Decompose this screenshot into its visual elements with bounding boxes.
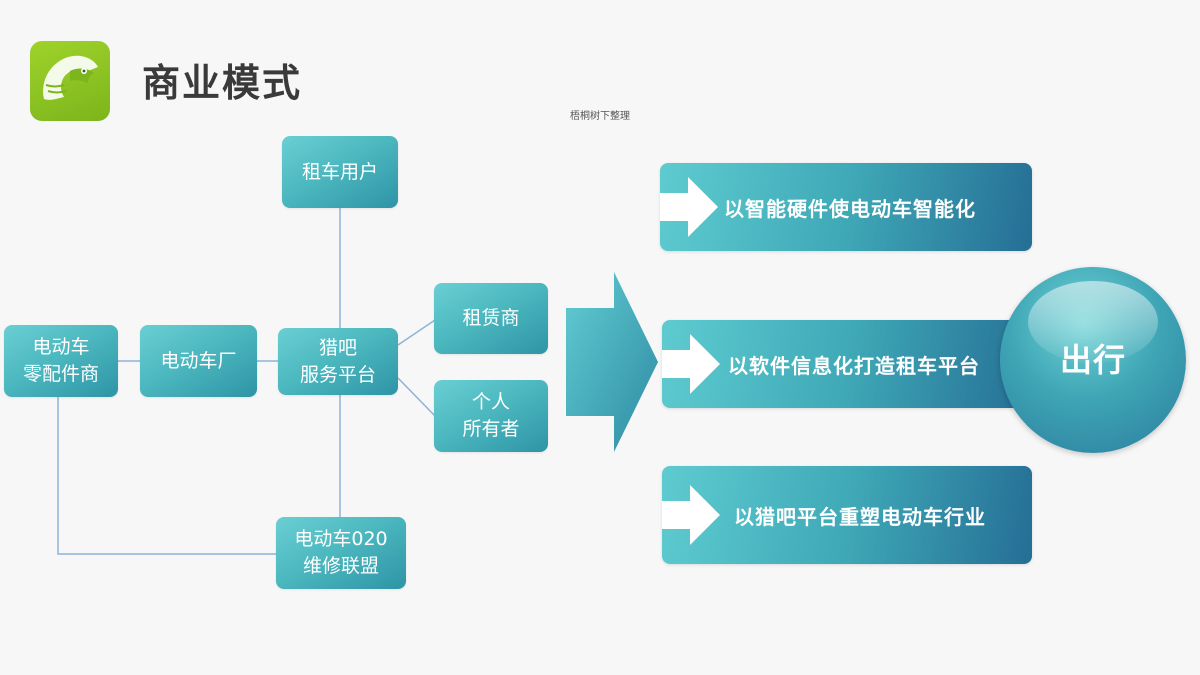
node-repair-alliance: 电动车020 维修联盟 xyxy=(276,517,406,589)
node-label: 电动车 xyxy=(32,336,90,358)
node-rental-user: 租车用户 xyxy=(282,136,398,208)
connector-supplier-repair xyxy=(57,397,276,555)
node-label: 服务平台 xyxy=(299,363,376,386)
goal-box-software: 以软件信息化打造租车平台 xyxy=(662,320,1032,408)
arrow-right-icon xyxy=(660,177,718,237)
node-parts-supplier: 电动车 零配件商 xyxy=(4,325,118,397)
node-label: 维修联盟 xyxy=(302,555,379,577)
node-label: 个人 xyxy=(471,391,510,413)
node-factory: 电动车厂 xyxy=(140,325,257,397)
outcome-label: 出行 xyxy=(1059,341,1126,379)
goal-box-platform: 以猎吧平台重塑电动车行业 xyxy=(662,466,1032,564)
node-leasing-company: 租赁商 xyxy=(434,283,548,354)
node-label: 租车用户 xyxy=(301,160,378,183)
goal-label: 以猎吧平台重塑电动车行业 xyxy=(734,504,986,529)
logo xyxy=(30,41,110,121)
page-title: 商业模式 xyxy=(142,61,303,105)
circle-highlight xyxy=(1028,281,1158,363)
watermark-text: 梧桐树下整理 xyxy=(570,111,630,122)
node-label: 电动车厂 xyxy=(160,349,237,372)
goal-label: 以智能硬件使电动车智能化 xyxy=(724,196,976,221)
goal-box-hardware: 以智能硬件使电动车智能化 xyxy=(660,163,1032,251)
connector-platform-owner xyxy=(397,377,436,417)
node-individual-owner: 个人 所有者 xyxy=(434,380,548,452)
node-label: 零配件商 xyxy=(22,363,99,385)
connector-platform-leasing xyxy=(397,319,436,346)
node-label: 电动车020 xyxy=(294,528,388,550)
outcome-circle xyxy=(1000,267,1186,453)
node-label: 所有者 xyxy=(462,418,520,440)
arrow-right-icon xyxy=(662,485,720,545)
node-label: 租赁商 xyxy=(462,307,520,329)
node-platform: 猎吧 服务平台 xyxy=(278,328,398,395)
arrow-right-icon xyxy=(662,334,720,394)
big-arrow-icon xyxy=(566,272,658,452)
eagle-logo-icon xyxy=(43,55,98,100)
node-label: 猎吧 xyxy=(318,336,357,359)
goal-label: 以软件信息化打造租车平台 xyxy=(728,353,980,378)
